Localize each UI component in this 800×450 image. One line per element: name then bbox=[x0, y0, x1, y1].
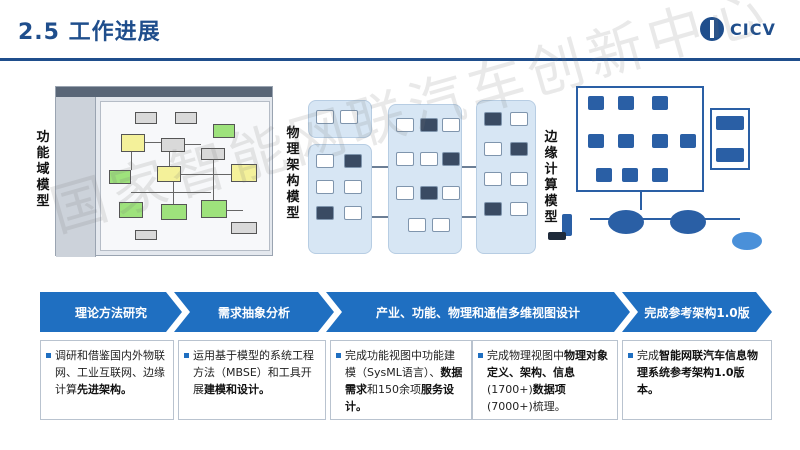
label-edge-model: 边缘计算模型 bbox=[544, 130, 558, 225]
cicv-logo-icon bbox=[700, 17, 724, 41]
step-requirement-analysis: 需求抽象分析 bbox=[174, 292, 334, 332]
cicv-logo-text: CICV bbox=[730, 19, 776, 39]
desc-functional-view: 完成功能视图中功能建模（SysML语言）、数据需求和150余项服务设计。 bbox=[330, 340, 472, 420]
step-reference-architecture: 完成参考架构1.0版 bbox=[622, 292, 772, 332]
label-functional-model: 功能域模型 bbox=[36, 130, 50, 209]
step-multidimensional-view-design: 产业、功能、物理和通信多维视图设计 bbox=[326, 292, 630, 332]
slide-title: 2.5 工作进展 bbox=[18, 20, 161, 45]
desc-reference-architecture: 完成智能网联汽车信息物理系统参考架构1.0版本。 bbox=[622, 340, 772, 420]
label-physical-model: 物理架构模型 bbox=[286, 126, 300, 221]
functional-domain-model-image bbox=[55, 86, 273, 257]
desc-physical-view: 完成物理视图中物理对象定义、架构、信息(1700+)数据项(7000+)梳理。 bbox=[472, 340, 618, 420]
desc-theory-research: 调研和借鉴国内外物联网、工业互联网、边缘计算先进架构。 bbox=[40, 340, 174, 420]
header-divider bbox=[0, 58, 800, 61]
cicv-logo: CICV bbox=[700, 14, 790, 44]
edge-computing-model-image bbox=[548, 86, 770, 256]
physical-architecture-model-image bbox=[300, 96, 540, 256]
slide-header: 2.5 工作进展 CICV bbox=[0, 0, 800, 62]
step-theory-research: 理论方法研究 bbox=[40, 292, 182, 332]
desc-requirement-analysis: 运用基于模型的系统工程方法（MBSE）和工具开展建模和设计。 bbox=[178, 340, 326, 420]
